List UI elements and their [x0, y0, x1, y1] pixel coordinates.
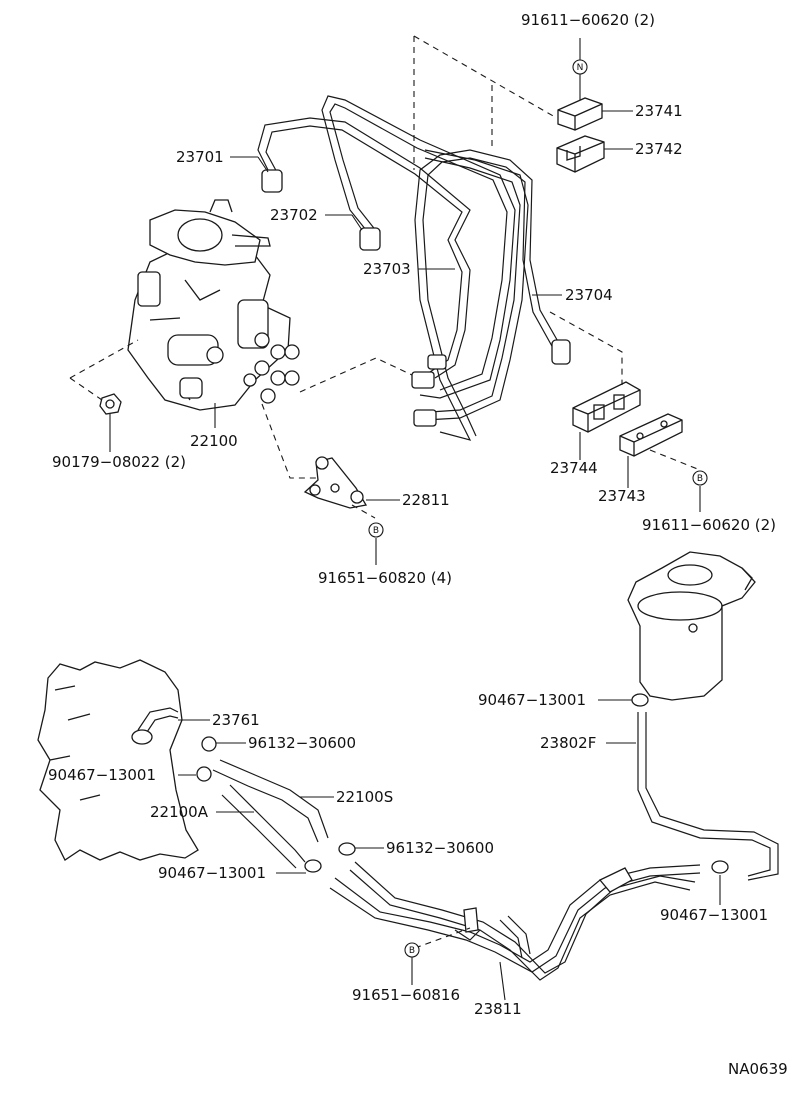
label-23741: 23741 [635, 102, 683, 120]
injection-pipes-drawing [257, 95, 571, 441]
badge-n: N [572, 59, 588, 75]
label-91611-60620-top: 91611−60620 (2) [521, 11, 655, 29]
injection-pump-drawing [127, 199, 300, 411]
label-23703: 23703 [363, 260, 411, 278]
nut-90179-drawing [99, 393, 122, 415]
label-96132-30600-top: 96132−30600 [248, 734, 356, 752]
label-91651-60820: 91651−60820 (4) [318, 569, 452, 587]
clamp-23743-drawing [619, 413, 683, 457]
label-91611-60620-right: 91611−60620 (2) [642, 516, 776, 534]
label-23742: 23742 [635, 140, 683, 158]
label-23743: 23743 [598, 487, 646, 505]
label-22811: 22811 [402, 491, 450, 509]
label-90467-13001-right: 90467−13001 [660, 906, 768, 924]
badge-b-fuel-line: B [404, 942, 420, 958]
label-23761: 23761 [212, 711, 260, 729]
label-23701: 23701 [176, 148, 224, 166]
label-91651-60816: 91651−60816 [352, 986, 460, 1004]
clamp-23741-drawing [557, 97, 603, 131]
svg-text:B: B [373, 526, 379, 536]
callout-leaders [109, 38, 721, 1001]
svg-text:B: B [697, 474, 703, 484]
label-23702: 23702 [270, 206, 318, 224]
assembly-dashed-line-bottom [414, 927, 471, 949]
label-23704: 23704 [565, 286, 613, 304]
diagram-code: NA0639 [728, 1060, 788, 1078]
svg-text:B: B [409, 946, 415, 956]
clamp-23742-drawing [556, 135, 605, 173]
label-23744: 23744 [550, 459, 598, 477]
label-23811: 23811 [474, 1000, 522, 1018]
bracket-22811-drawing [303, 456, 368, 509]
label-90467-13001-left: 90467−13001 [48, 766, 156, 784]
hoses-and-lines-drawing [131, 693, 779, 981]
label-90467-13001-lower: 90467−13001 [158, 864, 266, 882]
assembly-dashed-lines-top [69, 35, 701, 519]
label-22100: 22100 [190, 432, 238, 450]
label-90179-08022: 90179−08022 (2) [52, 453, 186, 471]
badge-b-clamp: B [692, 470, 708, 486]
svg-text:N: N [577, 63, 584, 73]
label-22100A: 22100A [150, 803, 209, 821]
label-22100S: 22100S [336, 788, 393, 806]
fuel-filter-drawing [627, 551, 756, 701]
badge-b-bracket: B [368, 522, 384, 538]
label-90467-13001-filter: 90467−13001 [478, 691, 586, 709]
clamp-23744-drawing [572, 381, 641, 433]
engine-outline-drawing [37, 659, 199, 861]
label-23802F: 23802F [540, 734, 596, 752]
label-96132-30600-bottom: 96132−30600 [386, 839, 494, 857]
